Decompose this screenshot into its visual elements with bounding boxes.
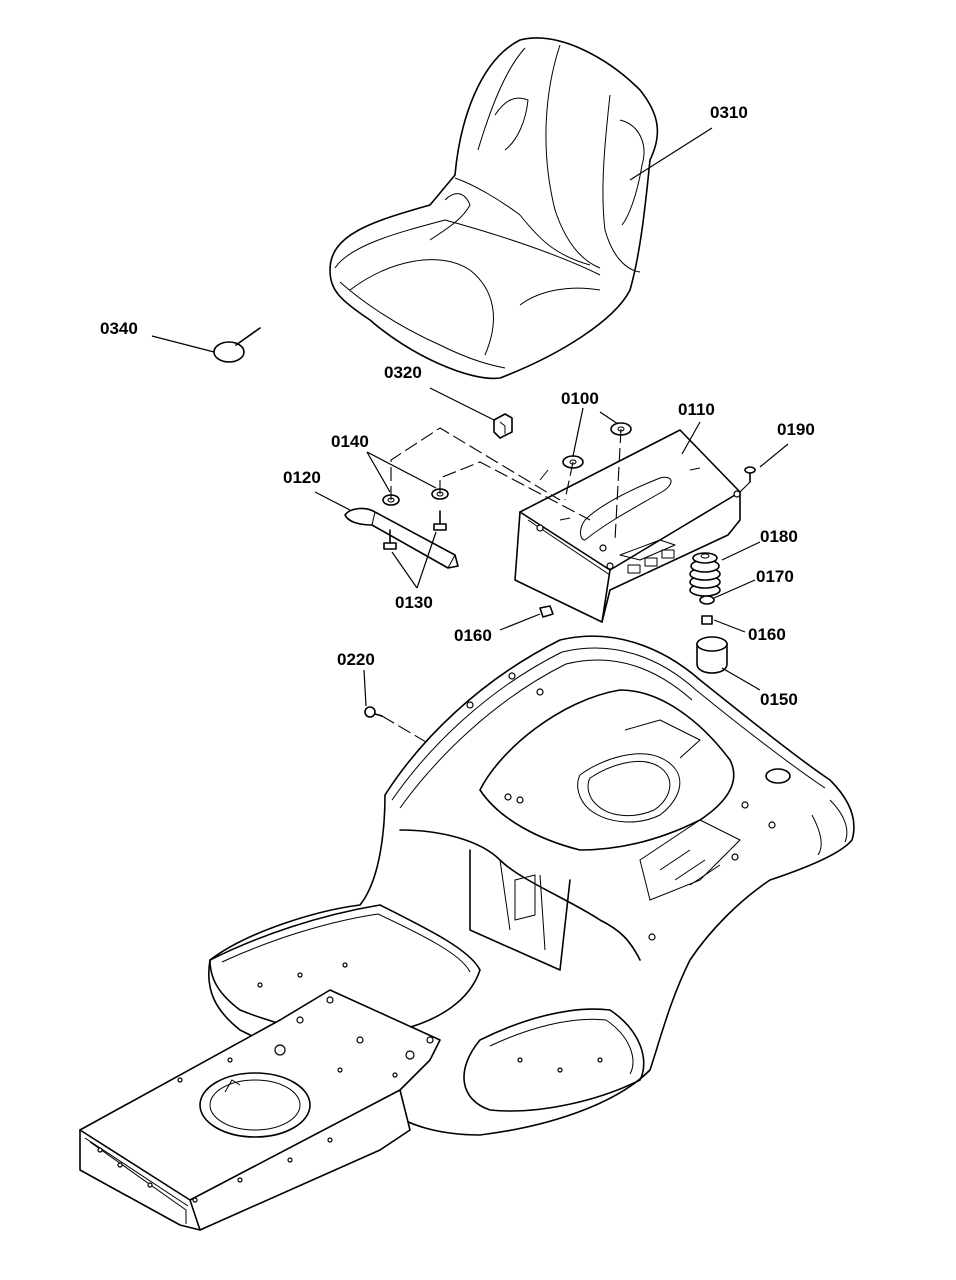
screw-0220 [364, 706, 383, 718]
seat-switch-bracket [344, 507, 459, 569]
rubber-bumper [696, 636, 728, 674]
nut-right [701, 615, 713, 625]
spring [689, 552, 721, 597]
bolts-0130 [383, 510, 447, 550]
spring-washer [699, 595, 715, 605]
callout-0160-right: 0160 [748, 625, 786, 644]
nut-left [539, 605, 554, 618]
callout-0170: 0170 [756, 567, 794, 586]
callout-0310: 0310 [710, 103, 748, 122]
callout-0160-left: 0160 [454, 626, 492, 645]
bolt-0190 [744, 466, 756, 483]
callout-0150: 0150 [760, 690, 798, 709]
callout-0180: 0180 [760, 527, 798, 546]
cable-tie [213, 327, 261, 363]
switch-clip [493, 413, 513, 439]
callout-0220: 0220 [337, 650, 375, 669]
callout-0340: 0340 [100, 319, 138, 338]
callout-0140: 0140 [331, 432, 369, 451]
leader-lines [151, 127, 789, 707]
callout-0100: 0100 [561, 389, 599, 408]
callout-0110: 0110 [678, 400, 715, 419]
callout-0320: 0320 [384, 363, 422, 382]
callout-0120: 0120 [283, 468, 321, 487]
callout-0130: 0130 [395, 593, 433, 612]
chassis-frame [79, 635, 855, 1231]
seat [329, 37, 659, 380]
callout-0190: 0190 [777, 420, 815, 439]
washers-0140 [382, 488, 449, 506]
callout-labels: 0310 0340 0320 0100 0110 0190 0140 0120 … [100, 103, 815, 709]
seat-pan [514, 429, 741, 623]
